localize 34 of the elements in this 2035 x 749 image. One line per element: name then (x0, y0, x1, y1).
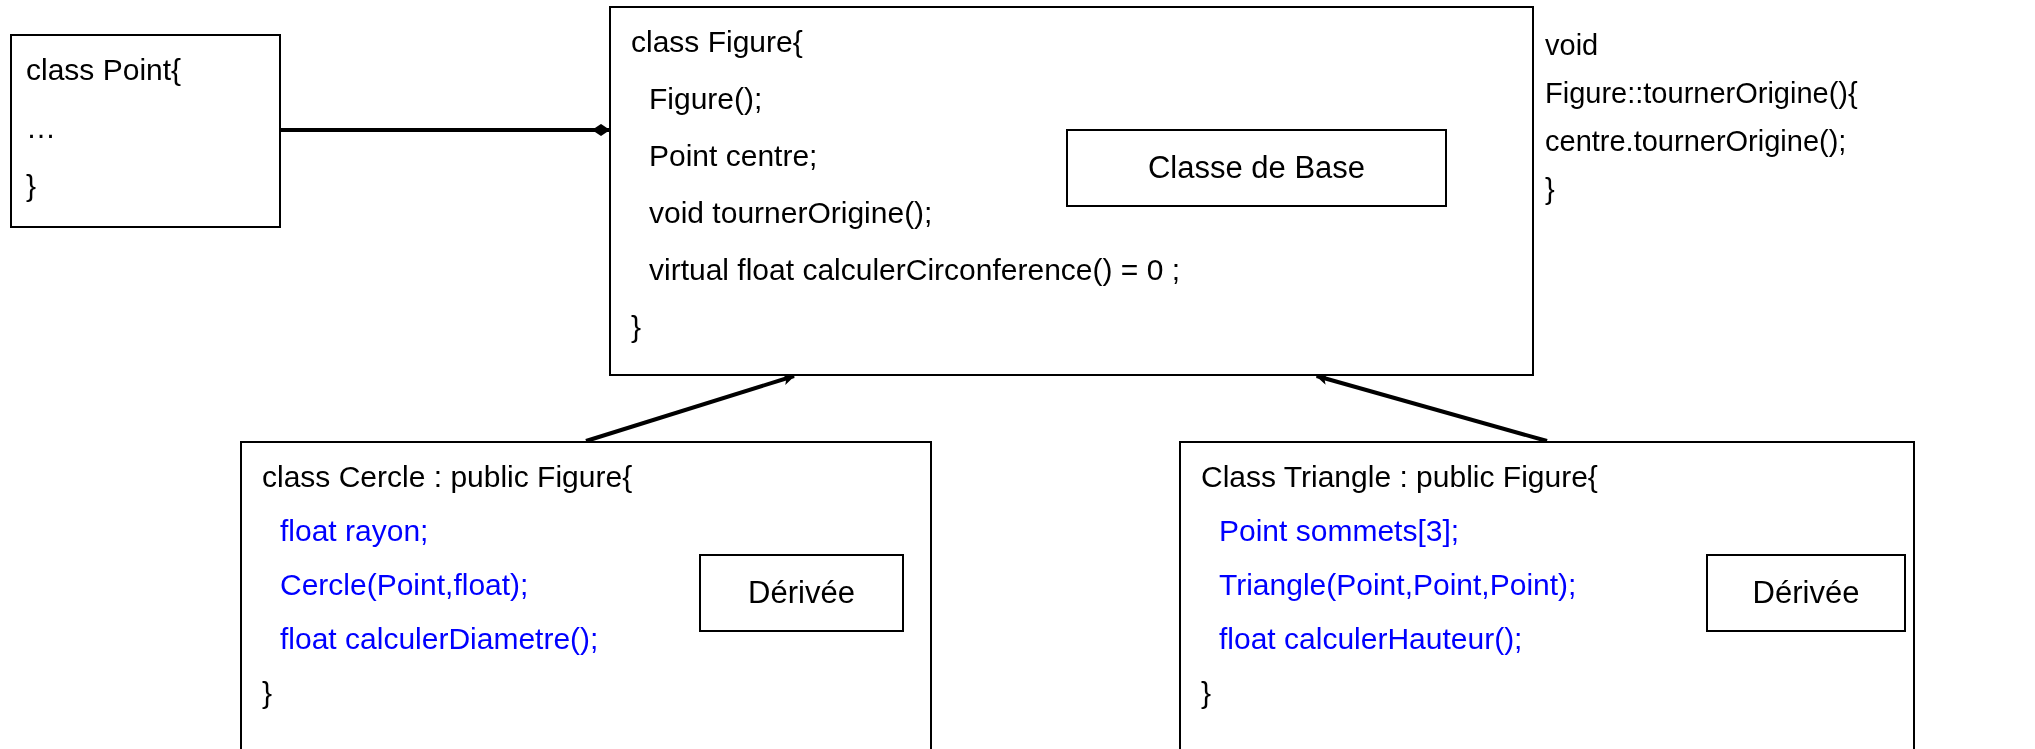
code-line: void (1545, 28, 1599, 63)
label-box (1706, 554, 1906, 632)
code-line: Point centre; (649, 138, 818, 174)
code-line: Figure::tournerOrigine(){ (1545, 76, 1858, 111)
code-line: float rayon; (280, 513, 429, 549)
label-box (1066, 129, 1447, 207)
code-line: Cercle(Point,float); (280, 567, 529, 603)
code-line: … (26, 110, 56, 146)
code-line: float calculerDiametre(); (280, 621, 599, 657)
code-line: class Figure{ (631, 24, 803, 60)
code-line: Class Triangle : public Figure{ (1201, 459, 1598, 495)
class-box (609, 6, 1534, 376)
code-line: class Cercle : public Figure{ (262, 459, 633, 495)
code-line: } (631, 309, 642, 345)
code-line: } (26, 168, 37, 204)
code-line: } (1545, 172, 1555, 207)
code-line: virtual float calculerCirconference() = 0 ; (649, 252, 1181, 288)
label-text: Dérivée (1751, 575, 1861, 611)
code-line: Point sommets[3]; (1219, 513, 1460, 549)
code-line: } (1201, 675, 1212, 711)
label-text: Dérivée (747, 575, 856, 611)
label-box (699, 554, 904, 632)
class-box (10, 34, 281, 228)
code-line: void tournerOrigine(); (649, 195, 933, 231)
composition-connector (281, 123, 610, 136)
class-box (1179, 441, 1915, 749)
code-line: Triangle(Point,Point,Point); (1219, 567, 1577, 603)
code-line: } (262, 675, 273, 711)
code-line: class Point{ (26, 52, 182, 88)
code-line: centre.tournerOrigine(); (1545, 124, 1847, 159)
class-box (240, 441, 932, 749)
code-line: float calculerHauteur(); (1219, 621, 1523, 657)
label-text: Classe de Base (1146, 150, 1367, 186)
code-line: Figure(); (649, 81, 763, 117)
